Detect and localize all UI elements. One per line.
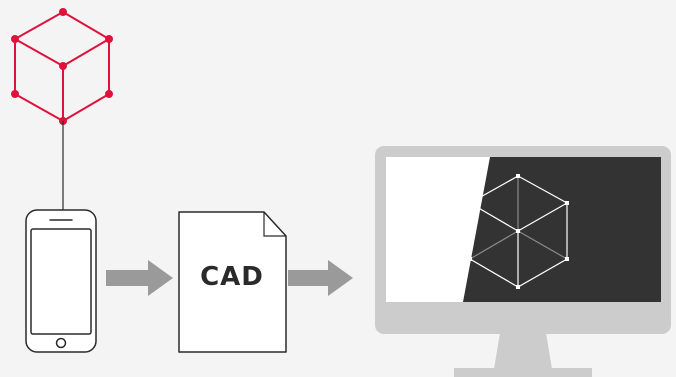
wireframe-cube-icon bbox=[468, 174, 569, 289]
right-arrow-icon bbox=[288, 260, 353, 296]
cad-file-label: CAD bbox=[200, 262, 264, 292]
monitor-stand-neck bbox=[494, 333, 552, 369]
screen-white-panel bbox=[386, 157, 490, 302]
3d-cube-icon bbox=[11, 8, 113, 125]
right-arrow-icon bbox=[106, 260, 173, 296]
cad-file-icon: CAD bbox=[178, 211, 287, 353]
monitor-stand-base bbox=[454, 368, 592, 377]
smartphone-icon bbox=[25, 209, 97, 353]
desktop-monitor-icon bbox=[375, 146, 671, 377]
